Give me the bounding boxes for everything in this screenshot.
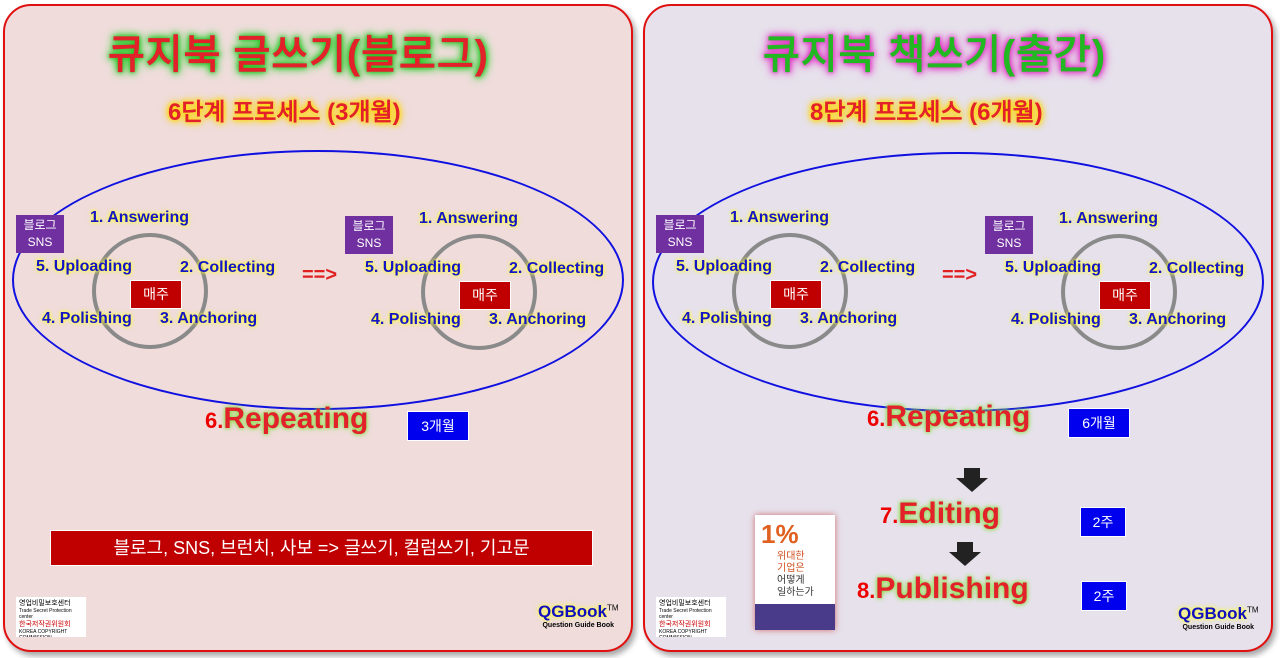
editing-step: 7.Editing (880, 497, 1001, 530)
left-title: 큐지북 글쓰기(블로그) (108, 33, 489, 77)
step-polishing: 4. Polishing (1011, 311, 1101, 328)
next-arrow: ==> (942, 264, 978, 286)
cycle-ring (1061, 234, 1177, 350)
step-polishing: 4. Polishing (371, 311, 461, 328)
step-anchoring: 3. Anchoring (800, 310, 898, 327)
step-collecting: 2. Collecting (509, 260, 605, 277)
step-answering: 1. Answering (419, 210, 518, 227)
step-answering: 1. Answering (90, 209, 189, 226)
step-anchoring: 3. Anchoring (489, 311, 587, 328)
duration-badge: 3개월 (407, 411, 469, 441)
step-answering: 1. Answering (730, 209, 829, 226)
duration-badge: 2주 (1080, 507, 1126, 537)
usage-bar: 블로그, SNS, 브런치, 사보 => 글쓰기, 컬럼쓰기, 기고문 (50, 530, 593, 566)
step-uploading: 5. Uploading (36, 258, 132, 275)
weekly-box: 매주 (459, 281, 511, 310)
down-arrow-icon (964, 468, 980, 478)
step-answering: 1. Answering (1059, 210, 1158, 227)
weekly-box: 매주 (130, 280, 182, 309)
left-subtitle: 6단계 프로세스 (3개월) (168, 99, 401, 126)
step-uploading: 5. Uploading (365, 259, 461, 276)
step-uploading: 5. Uploading (676, 258, 772, 275)
down-arrow-icon (949, 552, 981, 566)
step-collecting: 2. Collecting (180, 259, 276, 276)
next-arrow: ==> (302, 264, 338, 286)
left-cycle-ellipse (12, 150, 624, 410)
duration-badge: 2주 (1081, 581, 1127, 611)
weekly-box: 매주 (770, 280, 822, 309)
right-subtitle: 8단계 프로세스 (6개월) (810, 99, 1043, 126)
step-uploading: 5. Uploading (1005, 259, 1101, 276)
step-polishing: 4. Polishing (682, 310, 772, 327)
right-repeating: 6.Repeating (867, 400, 1031, 433)
left-repeating: 6.Repeating (205, 402, 369, 435)
down-arrow-icon (957, 542, 973, 552)
duration-badge: 6개월 (1068, 408, 1130, 438)
cycle-ring (421, 234, 537, 350)
cycle-ring (732, 233, 848, 349)
step-collecting: 2. Collecting (820, 259, 916, 276)
step-collecting: 2. Collecting (1149, 260, 1245, 277)
weekly-box: 매주 (1099, 281, 1151, 310)
publishing-step: 8.Publishing (857, 572, 1029, 605)
down-arrow-icon (956, 478, 988, 492)
step-polishing: 4. Polishing (42, 310, 132, 327)
step-anchoring: 3. Anchoring (160, 310, 258, 327)
cycle-ring (92, 233, 208, 349)
right-title: 큐지북 책쓰기(출간) (763, 33, 1107, 77)
step-anchoring: 3. Anchoring (1129, 311, 1227, 328)
right-cycle-ellipse (652, 152, 1264, 412)
